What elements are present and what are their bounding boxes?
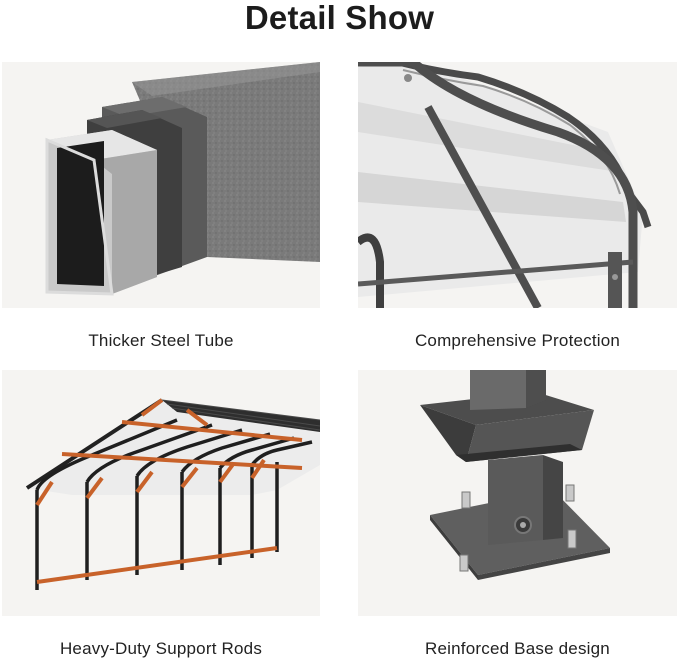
steel-tube-panel xyxy=(2,62,320,308)
roof-corner-icon xyxy=(358,62,652,308)
steel-tube-icon xyxy=(45,62,320,296)
page-title: Detail Show xyxy=(244,0,435,36)
carport-frame-icon xyxy=(25,398,320,590)
steel-tube-caption: Thicker Steel Tube xyxy=(88,331,234,350)
base-plate-caption: Reinforced Base design xyxy=(425,639,610,658)
roof-corner-caption: Comprehensive Protection xyxy=(414,331,621,350)
carport-frame-caption: Heavy-Duty Support Rods xyxy=(59,639,263,658)
base-plate-icon xyxy=(420,370,610,580)
roof-corner-panel xyxy=(358,62,677,308)
carport-frame-panel xyxy=(2,370,320,616)
base-plate-panel xyxy=(358,370,677,616)
